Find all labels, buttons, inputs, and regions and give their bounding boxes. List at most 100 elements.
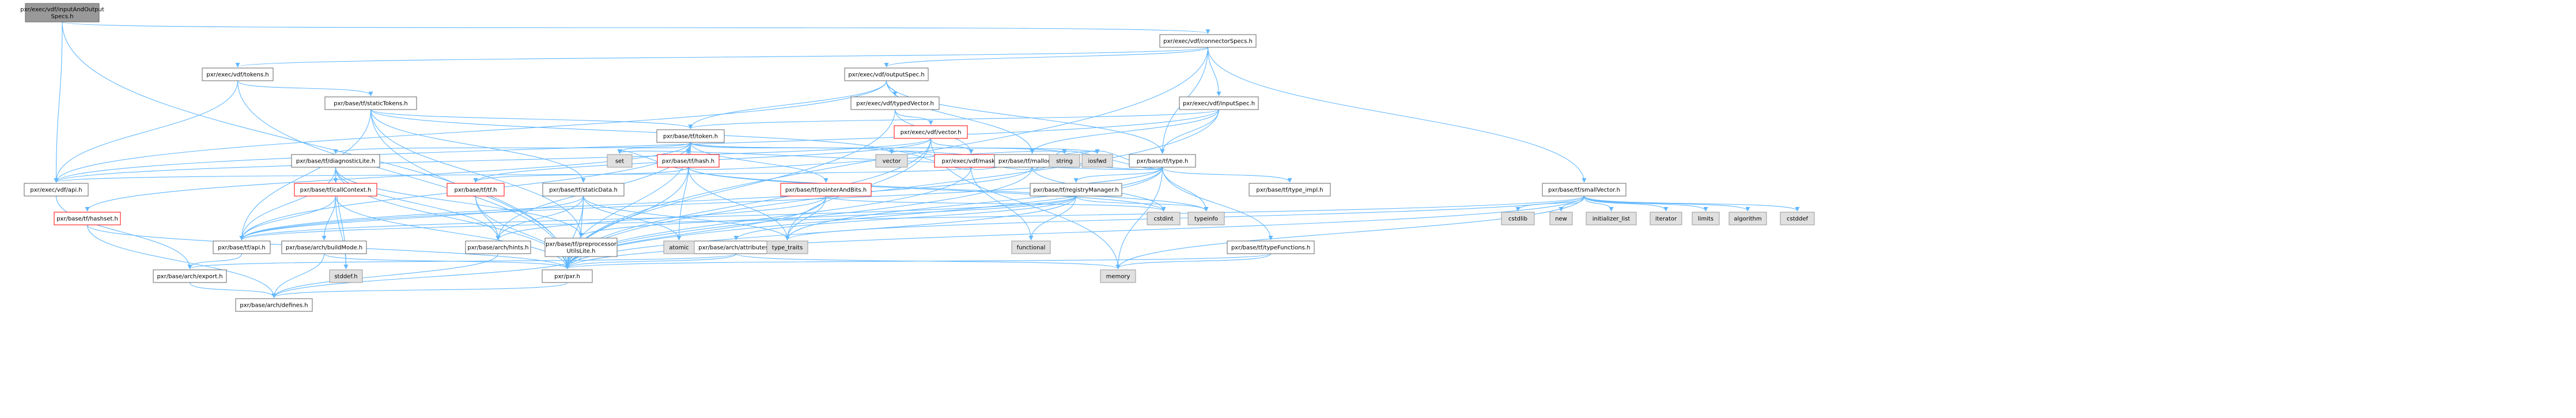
node-staticTokens[interactable]: pxr/base/tf/staticTokens.h — [324, 96, 417, 110]
node-label-buildMode: pxr/base/arch/buildMode.h — [286, 245, 363, 251]
node-label-inputSpec: pxr/exec/vdf/inputSpec.h — [1183, 101, 1255, 107]
node-box-root — [25, 3, 100, 22]
edge-staticData-to-pxr — [565, 195, 584, 269]
edge-inputSpec-to-tfToken — [688, 109, 1220, 129]
node-tfToken[interactable]: pxr/base/tf/token.h — [656, 129, 725, 143]
node-label-registryManager: pxr/base/tf/registryManager.h — [1033, 187, 1119, 194]
node-label-connectorSpecs: pxr/exec/vdf/connectorSpecs.h — [1163, 39, 1253, 45]
node-tfApi[interactable]: pxr/base/tf/api.h — [213, 240, 271, 254]
node-pointerAndBits[interactable]: pxr/base/tf/pointerAndBits.h — [780, 183, 872, 197]
node-box-sys_limits — [1692, 212, 1720, 225]
node-hints[interactable]: pxr/base/arch/hints.h — [465, 240, 531, 254]
node-inputSpec[interactable]: pxr/exec/vdf/inputSpec.h — [1179, 96, 1259, 110]
node-label-sys_algorithm: algorithm — [1734, 216, 1761, 223]
edge-diagnosticLite-to-tfApi — [239, 167, 336, 240]
node-sys_vector: vector — [875, 154, 908, 168]
edge-tfToken-to-pointerAndBits — [690, 142, 829, 183]
node-connectorSpecs[interactable]: pxr/exec/vdf/connectorSpecs.h — [1159, 34, 1257, 48]
node-label-tfToken: pxr/base/tf/token.h — [663, 134, 718, 140]
node-smallVector[interactable]: pxr/base/tf/smallVector.h — [1542, 183, 1626, 197]
edge-vdfApi-to-archExport — [55, 195, 192, 269]
node-box-tfType — [1129, 154, 1196, 168]
node-label-sys_cstddef: cstddef — [1787, 216, 1808, 223]
node-label-vdfMask: pxr/exec/vdf/mask.h — [942, 159, 1001, 165]
node-box-staticTokens — [324, 96, 417, 110]
node-typeImpl[interactable]: pxr/base/tf/type_impl.h — [1249, 183, 1331, 197]
node-box-pxr — [542, 269, 593, 283]
edge-staticTokens-to-staticData — [370, 109, 586, 183]
node-label-staticTokens: pxr/base/tf/staticTokens.h — [334, 101, 407, 107]
node-buildMode[interactable]: pxr/base/arch/buildMode.h — [281, 240, 367, 254]
node-vdfApi[interactable]: pxr/exec/vdf/api.h — [24, 183, 89, 197]
node-attributes[interactable]: pxr/base/arch/attributes.h — [693, 240, 779, 254]
node-sys_initializer_list: initializer_list — [1586, 212, 1637, 225]
node-outputSpec[interactable]: pxr/exec/vdf/outputSpec.h — [844, 67, 929, 81]
node-label-preprocessorUtilsLite: UtilsLite.h — [567, 248, 596, 255]
node-box-sys_stddef — [329, 269, 363, 283]
node-typedVector[interactable]: pxr/exec/vdf/typedVector.h — [850, 96, 940, 110]
node-box-hints — [465, 240, 531, 254]
edge-archExport-to-archDefines — [189, 282, 277, 298]
node-sys_new: new — [1549, 212, 1573, 225]
node-box-sys_vector — [875, 154, 908, 168]
node-sys_memory: memory — [1100, 269, 1136, 283]
edge-tfType-to-typeImpl — [1162, 167, 1292, 183]
node-box-sys_type_traits — [766, 240, 808, 254]
edge-vdfVector-to-vdfMask — [930, 138, 974, 154]
edge-typeFunctions-to-sys_memory — [1115, 253, 1272, 269]
edge-staticData-to-tfApi — [239, 195, 584, 240]
node-tfHash[interactable]: pxr/base/tf/hash.h — [657, 154, 720, 168]
node-box-sys_initializer_list — [1586, 212, 1637, 225]
edge-staticTokens-to-tfApi — [239, 109, 372, 240]
edge-smallVector-to-pxr — [565, 195, 1585, 269]
node-label-sys_memory: memory — [1106, 274, 1130, 280]
node-label-sys_cstdlib: cstdlib — [1508, 216, 1527, 223]
edge-outputSpec-to-mallocTag — [886, 80, 1035, 154]
edge-callContext-to-sys_stddef — [335, 195, 349, 269]
edge-smallVector-to-sys_algorithm — [1583, 195, 1750, 212]
node-tfType[interactable]: pxr/base/tf/type.h — [1129, 154, 1196, 168]
node-label-attributes: pxr/base/arch/attributes.h — [698, 245, 774, 251]
edge-tokens-to-pxr — [237, 80, 570, 269]
edge-outputSpec-to-vdfApi — [54, 80, 887, 183]
node-sys_stddef: stddef.h — [329, 269, 363, 283]
node-archDefines[interactable]: pxr/base/arch/defines.h — [235, 298, 313, 312]
node-label-staticData: pxr/base/tf/staticData.h — [549, 187, 618, 194]
node-label-sys_set: set — [615, 159, 624, 165]
node-label-sys_type_traits: type_traits — [772, 245, 803, 251]
node-hashset[interactable]: pxr/base/tf/hashset.h — [54, 212, 121, 225]
node-tfTf[interactable]: pxr/base/tf/tf.h — [447, 183, 505, 197]
node-label-preprocessorUtilsLite: pxr/base/tf/preprocessor — [546, 242, 617, 248]
edge-tfType-to-typeFunctions — [1162, 167, 1273, 240]
edge-vdfVector-to-vdfApi — [54, 138, 932, 183]
edge-attributes-to-archExport — [187, 253, 737, 269]
node-box-sys_new — [1549, 212, 1573, 225]
edge-tfType-to-registryManager — [1073, 167, 1163, 183]
node-sys_set: set — [607, 154, 633, 168]
node-callContext[interactable]: pxr/base/tf/callContext.h — [294, 183, 377, 197]
edge-mallocTag-to-tfApi — [239, 167, 1033, 240]
edge-typedVector-to-vdfVector — [894, 109, 933, 125]
edge-outputSpec-to-tfToken — [688, 80, 887, 129]
edge-tfHash-to-tfTf — [473, 167, 689, 183]
node-label-root: Specs.h — [51, 14, 73, 20]
node-tokens[interactable]: pxr/exec/vdf/tokens.h — [202, 67, 274, 81]
edge-tfToken-to-sys_set — [617, 142, 691, 154]
node-pxr[interactable]: pxr/pxr.h — [542, 269, 593, 283]
node-box-connectorSpecs — [1159, 34, 1257, 48]
node-vdfVector[interactable]: pxr/exec/vdf/vector.h — [894, 125, 968, 139]
node-registryManager[interactable]: pxr/base/tf/registryManager.h — [1030, 183, 1122, 197]
edge-callContext-to-tfApi — [239, 195, 336, 240]
node-sys_atomic: atomic — [663, 240, 695, 254]
node-typeFunctions[interactable]: pxr/base/tf/typeFunctions.h — [1227, 240, 1315, 254]
node-staticData[interactable]: pxr/base/tf/staticData.h — [542, 183, 625, 197]
edge-smallVector-to-tfApi — [239, 195, 1585, 240]
edge-connectorSpecs-to-outputSpec — [884, 47, 1209, 67]
edge-registryManager-to-attributes — [733, 195, 1077, 240]
node-label-sys_initializer_list: initializer_list — [1592, 216, 1631, 223]
node-archExport[interactable]: pxr/base/arch/export.h — [153, 269, 227, 283]
node-diagnosticLite[interactable]: pxr/base/tf/diagnosticLite.h — [291, 154, 380, 168]
